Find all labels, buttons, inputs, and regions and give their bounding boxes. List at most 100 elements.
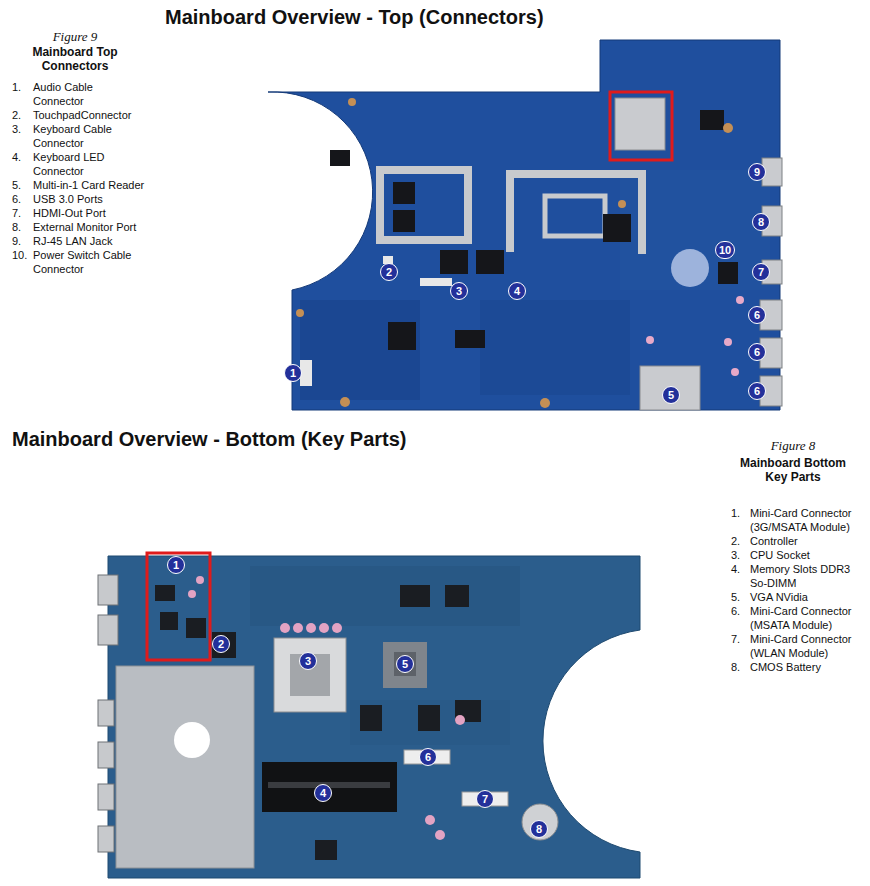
callout-text: 6 (754, 385, 760, 397)
capacitor (188, 576, 465, 840)
list-item: Controller (750, 534, 862, 548)
list-number: 7. (731, 632, 740, 646)
callout-number: 2 (212, 635, 230, 653)
chip (360, 705, 382, 731)
callout-text: 10 (719, 244, 731, 256)
chip (603, 214, 631, 242)
bottom-board (250, 566, 520, 626)
capacitor (646, 296, 744, 376)
top-board (300, 300, 420, 400)
callout-number: 10 (715, 241, 735, 259)
callout-text: 6 (754, 309, 760, 321)
capacitor (306, 623, 316, 633)
side-port (98, 784, 114, 810)
callout-text: 6 (754, 346, 760, 358)
callout-number: 1 (284, 364, 302, 382)
chip (315, 840, 337, 860)
figure-number: Figure 9 (15, 29, 135, 45)
list-number: 6. (731, 604, 740, 618)
capacitor (332, 623, 342, 633)
figure-title: Mainboard Bottom Key Parts (734, 456, 852, 484)
callout-number: 4 (314, 784, 332, 802)
chip (440, 250, 468, 274)
capacitor (736, 296, 744, 304)
capacitor (188, 590, 196, 598)
list-item: VGA NVidia (750, 590, 862, 604)
callout-text: 8 (536, 823, 542, 835)
heatpipe (380, 170, 642, 254)
callout-number: 2 (380, 263, 398, 281)
chip (400, 585, 430, 607)
screw-hole (540, 398, 550, 408)
heatpipe (380, 170, 468, 240)
page-title: Mainboard Overview - Top (Connectors) (165, 6, 544, 29)
list-item: USB 3.0 Ports (33, 192, 153, 206)
callout-text: 2 (218, 638, 224, 650)
memory-slot (262, 762, 397, 812)
screw-hole (618, 200, 626, 208)
screw-hole (723, 123, 733, 133)
screw-hole (348, 98, 356, 106)
list-item: Keyboard Cable Connector (33, 122, 123, 150)
callout-text: 1 (290, 367, 296, 379)
callout-number: 1 (167, 556, 185, 574)
heatpipe (545, 196, 605, 236)
list-item: TouchpadConnector (33, 108, 153, 122)
callout-text: 9 (754, 166, 760, 178)
mount-pad (671, 249, 709, 287)
mini-card-connector (462, 792, 508, 806)
top-board (480, 300, 630, 395)
callout-text: 7 (758, 266, 764, 278)
list-item: Mini-Card Connector (MSATA Module) (750, 604, 862, 632)
side-port (98, 615, 118, 645)
list-number: 7. (12, 206, 21, 220)
capacitor (455, 715, 465, 725)
callout-number: 6 (748, 382, 766, 400)
list-item: Mini-Card Connector (WLAN Module) (750, 632, 862, 660)
list-item: Memory Slots DDR3 So-DIMM (750, 562, 862, 590)
callout-number: 5 (662, 386, 680, 404)
connector-slot (300, 256, 452, 386)
list-item: External Monitor Port (33, 220, 158, 234)
capacitor (196, 576, 204, 584)
callout-number: 3 (299, 652, 317, 670)
connector-slot (420, 278, 452, 286)
capacitor (646, 336, 654, 344)
callout-number: 7 (752, 263, 770, 281)
chip (393, 182, 415, 204)
callout-number: 5 (396, 655, 414, 673)
chip (155, 585, 175, 601)
side-port (98, 575, 118, 852)
section-heading: Mainboard Overview - Bottom (Key Parts) (12, 428, 407, 451)
chip (212, 632, 236, 658)
list-number: 3. (12, 122, 21, 136)
bottom-board (350, 700, 510, 745)
list-item: Mini-Card Connector (3G/MSATA Module) (750, 506, 862, 534)
chip (718, 262, 738, 284)
list-item: Power Switch Cable Connector (33, 248, 138, 276)
chip (330, 110, 738, 350)
chip (155, 585, 481, 860)
chip (700, 110, 724, 130)
list-number: 2. (12, 108, 21, 122)
list-number: 8. (12, 220, 21, 234)
cpu-socket-center (290, 654, 330, 696)
callout-text: 3 (305, 655, 311, 667)
shield-hole (174, 722, 210, 758)
list-number: 1. (731, 506, 740, 520)
callout-text: 3 (456, 285, 462, 297)
callout-number: 6 (748, 306, 766, 324)
list-item: RJ-45 LAN Jack (33, 234, 153, 248)
callout-text: 5 (402, 658, 408, 670)
cpu-socket (274, 638, 346, 712)
callout-number: 8 (530, 820, 548, 838)
list-number: 4. (12, 150, 21, 164)
side-port (98, 575, 118, 605)
capacitor (293, 623, 303, 633)
callout-text: 4 (514, 285, 520, 297)
list-number: 5. (731, 590, 740, 604)
list-number: 9. (12, 234, 21, 248)
port (760, 158, 782, 406)
list-item: Keyboard LED Connector (33, 150, 123, 178)
